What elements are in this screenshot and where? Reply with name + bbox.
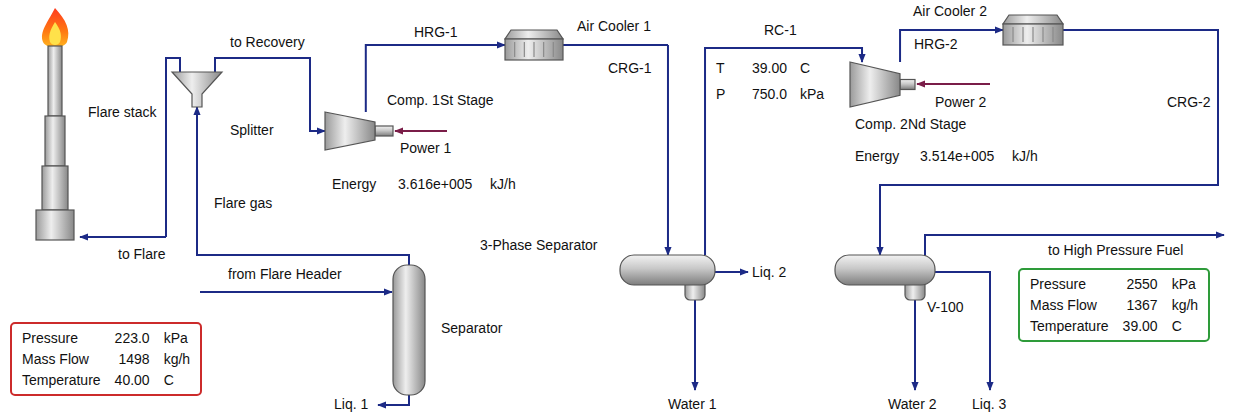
stream-annotation: P — [716, 86, 725, 102]
equipment-name: Splitter — [230, 122, 274, 138]
stream-name: RC-1 — [762, 22, 799, 38]
equipment-name: 3-Phase Separator — [480, 237, 598, 253]
flare-stack-symbol — [30, 8, 80, 240]
stream-line — [197, 107, 409, 265]
power-stream — [395, 130, 447, 132]
stream-annotation: 750.0 — [752, 86, 787, 102]
stream-table: Pressure 2550 kPaMass Flow 1367 kg/hTemperat… — [1018, 268, 1210, 342]
table-cell: kPa — [1172, 276, 1198, 292]
stream-annotation: Power 1 — [400, 140, 451, 156]
stream-line — [900, 30, 1003, 62]
stream-annotation: from Flare Header — [228, 266, 342, 282]
stream-line — [880, 30, 1218, 255]
stream-name: to Recovery — [228, 34, 307, 50]
stream-table: Pressure 223.0 kPaMass Flow 1498 kg/hTempera… — [10, 322, 202, 396]
stream-name: CRG-1 — [606, 60, 654, 76]
stream-annotation: Liq. 2 — [752, 264, 786, 280]
table-cell: Mass Flow — [1030, 297, 1109, 313]
splitter-symbol — [172, 72, 222, 107]
equipment-name: Flare stack — [88, 104, 156, 120]
stream-annotation: Water 2 — [888, 396, 937, 412]
stream-line — [366, 45, 505, 112]
separator-vessel-symbol — [835, 255, 935, 300]
equipment-name: Comp. 1St Stage — [387, 92, 494, 108]
table-cell: Temperature — [22, 372, 101, 388]
stream-annotation: Liq. 1 — [334, 396, 368, 412]
flare-stack: Flare stack — [30, 8, 80, 240]
stream-annotation: 3.616e+005 — [398, 176, 472, 192]
stream-annotation: kJ/h — [1012, 148, 1038, 164]
compressor: Comp. 2Nd Stage — [850, 62, 915, 107]
stream-annotation: 3.514e+005 — [920, 148, 994, 164]
stream-name: CRG-2 — [1165, 94, 1213, 110]
table-cell: Mass Flow — [22, 351, 101, 367]
stream-line — [563, 45, 668, 255]
air-cooler-symbol — [1003, 15, 1063, 45]
air-cooler: Air Cooler 2 — [1003, 15, 1063, 45]
table-cell: 2550 — [1123, 276, 1158, 292]
separator-vessel-symbol — [393, 265, 425, 395]
stream-annotation: Liq. 3 — [972, 396, 1006, 412]
table-cell: Pressure — [22, 330, 101, 346]
equipment-name: Comp. 2Nd Stage — [855, 116, 966, 132]
liquid-stream — [378, 395, 409, 405]
stream-annotation: Water 1 — [668, 396, 717, 412]
stream-annotation: Energy — [332, 176, 376, 192]
water-stream — [914, 300, 916, 390]
table-cell: kg/h — [164, 351, 190, 367]
stream-annotation: Power 2 — [935, 94, 986, 110]
stream-name: HRG-1 — [412, 24, 460, 40]
feed-stream — [200, 291, 392, 293]
equipment-name: V-100 — [927, 299, 964, 315]
stream-annotation: to High Pressure Fuel — [1048, 242, 1183, 258]
stream-annotation: 39.00 — [752, 60, 787, 76]
stream-line — [80, 58, 180, 237]
liquid-stream — [935, 272, 990, 390]
table-cell: kPa — [164, 330, 190, 346]
table-cell: C — [164, 372, 190, 388]
stream-name: to Flare — [116, 246, 167, 262]
liquid-stream — [715, 271, 748, 273]
equipment-name: Air Cooler 1 — [577, 18, 651, 34]
stream-annotation: C — [800, 60, 810, 76]
stream-annotation: kJ/h — [490, 176, 516, 192]
stream-line — [705, 48, 862, 255]
compressor-symbol — [850, 62, 915, 107]
splitter: Splitter — [172, 72, 222, 107]
compressor: Comp. 1St Stage — [325, 112, 393, 150]
table-cell: C — [1172, 318, 1198, 334]
table-cell: Temperature — [1030, 318, 1109, 334]
stream-line — [215, 58, 325, 131]
stream-name: HRG-2 — [912, 36, 960, 52]
table-cell: 40.00 — [115, 372, 150, 388]
table-cell: kg/h — [1172, 297, 1198, 313]
separator-vessel: Separator — [393, 265, 425, 395]
table-cell: 1498 — [115, 351, 150, 367]
table-cell: 1367 — [1123, 297, 1158, 313]
equipment-name: Separator — [441, 320, 502, 336]
equipment-name: Air Cooler 2 — [913, 3, 987, 19]
separator-vessel: V-100 — [835, 255, 935, 300]
water-stream — [694, 300, 696, 390]
table-cell: 39.00 — [1123, 318, 1158, 334]
power-stream — [917, 83, 990, 85]
fuel-stream — [925, 235, 1224, 258]
compressor-symbol — [325, 112, 393, 150]
table-cell: 223.0 — [115, 330, 150, 346]
stream-annotation: kPa — [800, 86, 824, 102]
three-phase-separator: 3-Phase Separator — [620, 255, 715, 300]
air-cooler-symbol — [505, 30, 563, 60]
stream-name: Flare gas — [212, 195, 274, 211]
table-cell: Pressure — [1030, 276, 1109, 292]
stream-annotation: T — [716, 60, 725, 76]
air-cooler: Air Cooler 1 — [505, 30, 563, 60]
three-phase-separator-symbol — [620, 255, 715, 300]
stream-annotation: Energy — [855, 148, 899, 164]
